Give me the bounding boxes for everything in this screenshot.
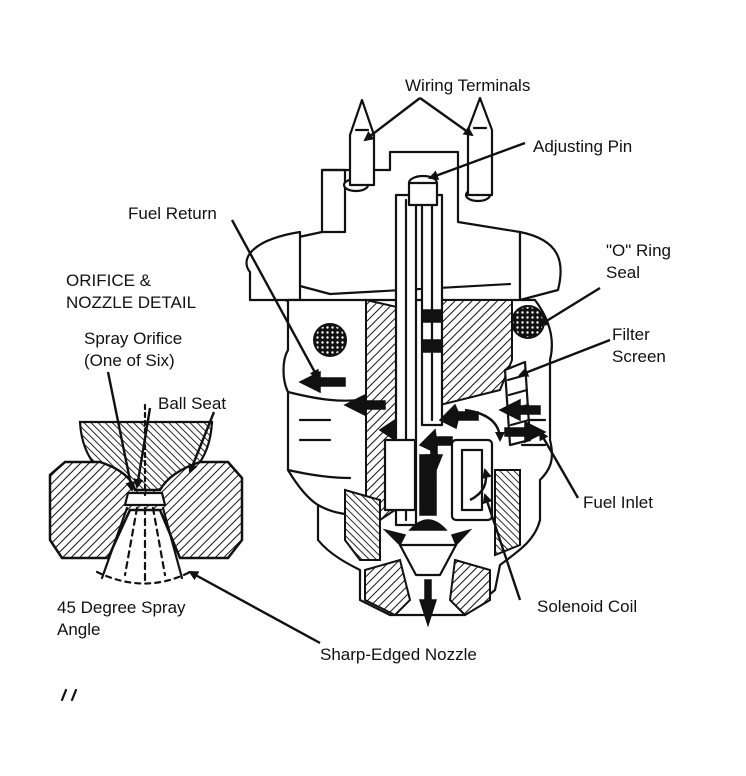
label-ball-seat: Ball Seat — [158, 394, 226, 413]
scan-mark — [60, 688, 78, 702]
label-o-ring-seal-1: "O" Ring — [606, 241, 671, 260]
wiring-terminal-pins — [348, 96, 494, 197]
label-fuel-inlet: Fuel Inlet — [583, 493, 653, 512]
label-fuel-return: Fuel Return — [128, 204, 217, 223]
label-wiring-terminals: Wiring Terminals — [405, 76, 530, 95]
fuel-flow-arrows — [298, 370, 547, 628]
label-spray-orifice-1: Spray Orifice — [84, 329, 182, 348]
label-adjusting-pin: Adjusting Pin — [533, 137, 632, 156]
label-spray-orifice-2: (One of Six) — [84, 351, 175, 370]
label-solenoid-coil: Solenoid Coil — [537, 597, 637, 616]
label-filter-screen-1: Filter — [612, 325, 650, 344]
label-spray-angle-2: Angle — [57, 620, 100, 639]
injector-body — [245, 150, 562, 617]
labels: Wiring Terminals Adjusting Pin Fuel Retu… — [57, 76, 671, 664]
label-orifice-detail-2: NOZZLE DETAIL — [66, 293, 196, 312]
label-spray-angle-1: 45 Degree Spray — [57, 598, 186, 617]
label-sharp-edged-nozzle: Sharp-Edged Nozzle — [320, 645, 477, 664]
label-o-ring-seal-2: Seal — [606, 263, 640, 282]
label-orifice-detail-1: ORIFICE & — [66, 271, 152, 290]
label-filter-screen-2: Screen — [612, 347, 666, 366]
leader-lines — [106, 97, 611, 645]
orifice-nozzle-detail — [48, 403, 244, 585]
